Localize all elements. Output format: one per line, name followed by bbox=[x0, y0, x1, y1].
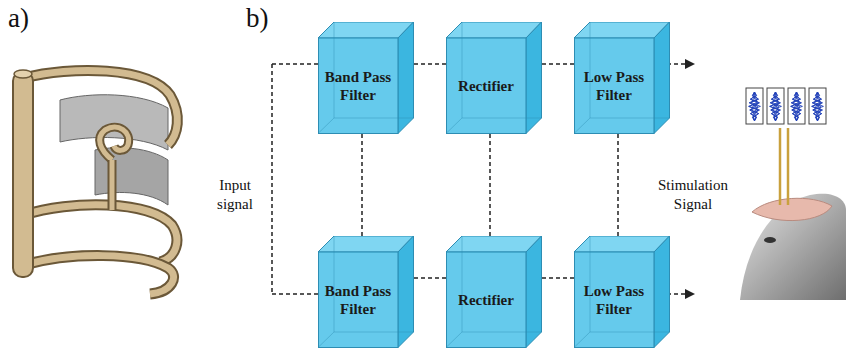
cube-side bbox=[654, 236, 670, 348]
spike-trace bbox=[812, 92, 821, 121]
post-top bbox=[14, 70, 32, 78]
cube-side bbox=[526, 236, 542, 348]
cube-top bbox=[446, 22, 542, 38]
electrode bbox=[787, 128, 790, 205]
vertical-post bbox=[13, 72, 33, 277]
cube-front bbox=[319, 252, 399, 348]
cube-top bbox=[318, 22, 414, 38]
dashed-connector bbox=[542, 277, 574, 279]
rat-brain bbox=[752, 198, 832, 220]
rat-stimulation-figure bbox=[740, 88, 846, 300]
filter-label: Low Pass Filter bbox=[578, 68, 650, 104]
spiral-ring bbox=[24, 256, 174, 294]
cube-hidden-edge bbox=[446, 22, 542, 134]
dashed-connector bbox=[414, 277, 446, 279]
gray-ribbon bbox=[60, 95, 168, 150]
cube-side bbox=[526, 22, 542, 134]
cube-top bbox=[446, 236, 542, 252]
spike-trace bbox=[749, 92, 760, 121]
dashed-connector bbox=[542, 63, 574, 65]
dashed-connector bbox=[361, 134, 363, 252]
inner-spiral bbox=[100, 127, 129, 160]
spike-trace bbox=[749, 92, 758, 121]
raster-frame bbox=[767, 88, 784, 124]
input-bus bbox=[271, 64, 273, 294]
filter-label: Rectifier bbox=[458, 291, 514, 309]
spike-trace bbox=[812, 92, 823, 121]
spike-trace bbox=[770, 92, 781, 121]
spike-trace bbox=[812, 92, 822, 121]
signal-name: Stimulation Signal bbox=[644, 176, 742, 214]
spike-trace bbox=[770, 92, 780, 121]
filter-label: Low Pass Filter bbox=[578, 282, 650, 318]
output-arrow bbox=[667, 293, 694, 295]
cube-text-area: Rectifier bbox=[446, 38, 526, 134]
cube-side bbox=[654, 22, 670, 134]
cube-front bbox=[319, 38, 399, 134]
raster-frame bbox=[788, 88, 805, 124]
cube-text-area: Low Pass Filter bbox=[574, 38, 654, 134]
filter-cube: Band Pass Filter bbox=[318, 22, 414, 134]
dashed-connector bbox=[617, 134, 619, 252]
output-arrow bbox=[667, 63, 694, 65]
input-branch bbox=[272, 63, 318, 65]
cube-front bbox=[575, 252, 655, 348]
cube-top bbox=[574, 22, 670, 38]
cube-hidden-edge bbox=[318, 22, 414, 134]
cube-front bbox=[447, 38, 527, 134]
panel-label: b) bbox=[246, 2, 286, 36]
panel-label: a) bbox=[8, 2, 48, 36]
cube-text-area: Band Pass Filter bbox=[318, 252, 398, 348]
cube-hidden-edge bbox=[446, 236, 542, 348]
dashed-connector bbox=[489, 134, 491, 252]
rat-eye bbox=[764, 237, 776, 243]
cube-text-area: Low Pass Filter bbox=[574, 252, 654, 348]
raster-frame bbox=[746, 88, 763, 124]
cube-front bbox=[575, 38, 655, 134]
rat-head bbox=[740, 194, 846, 300]
spike-trace bbox=[770, 92, 779, 121]
inner-post bbox=[110, 160, 115, 210]
cube-text-area: Rectifier bbox=[446, 252, 526, 348]
filter-cube: Low Pass Filter bbox=[574, 22, 670, 134]
spike-raster bbox=[746, 88, 826, 124]
filter-cube: Rectifier bbox=[446, 22, 542, 134]
filter-cube: Rectifier bbox=[446, 236, 542, 348]
filter-label: Band Pass Filter bbox=[322, 68, 394, 104]
spiral-structure bbox=[13, 70, 177, 294]
cube-hidden-edge bbox=[574, 236, 670, 348]
inner-spiral bbox=[100, 127, 129, 160]
cube-front bbox=[447, 252, 527, 348]
spiral-ring bbox=[24, 256, 174, 294]
filter-cube: Low Pass Filter bbox=[574, 236, 670, 348]
spike-trace bbox=[791, 92, 802, 121]
filter-cube: Band Pass Filter bbox=[318, 236, 414, 348]
cube-hidden-edge bbox=[574, 22, 670, 134]
filter-label: Rectifier bbox=[458, 77, 514, 95]
cube-text-area: Band Pass Filter bbox=[318, 38, 398, 134]
signal-name: Input signal bbox=[206, 176, 264, 214]
spike-trace bbox=[749, 92, 759, 121]
input-branch bbox=[272, 293, 318, 295]
electrode bbox=[779, 128, 782, 205]
filter-label: Band Pass Filter bbox=[322, 282, 394, 318]
cube-top bbox=[318, 236, 414, 252]
inner-post bbox=[108, 160, 117, 210]
spike-trace bbox=[791, 92, 800, 121]
cube-side bbox=[398, 22, 414, 134]
spike-trace bbox=[791, 92, 801, 121]
dashed-connector bbox=[414, 63, 446, 65]
cube-side bbox=[398, 236, 414, 348]
cube-top bbox=[574, 236, 670, 252]
raster-frame bbox=[809, 88, 826, 124]
cube-hidden-edge bbox=[318, 236, 414, 348]
